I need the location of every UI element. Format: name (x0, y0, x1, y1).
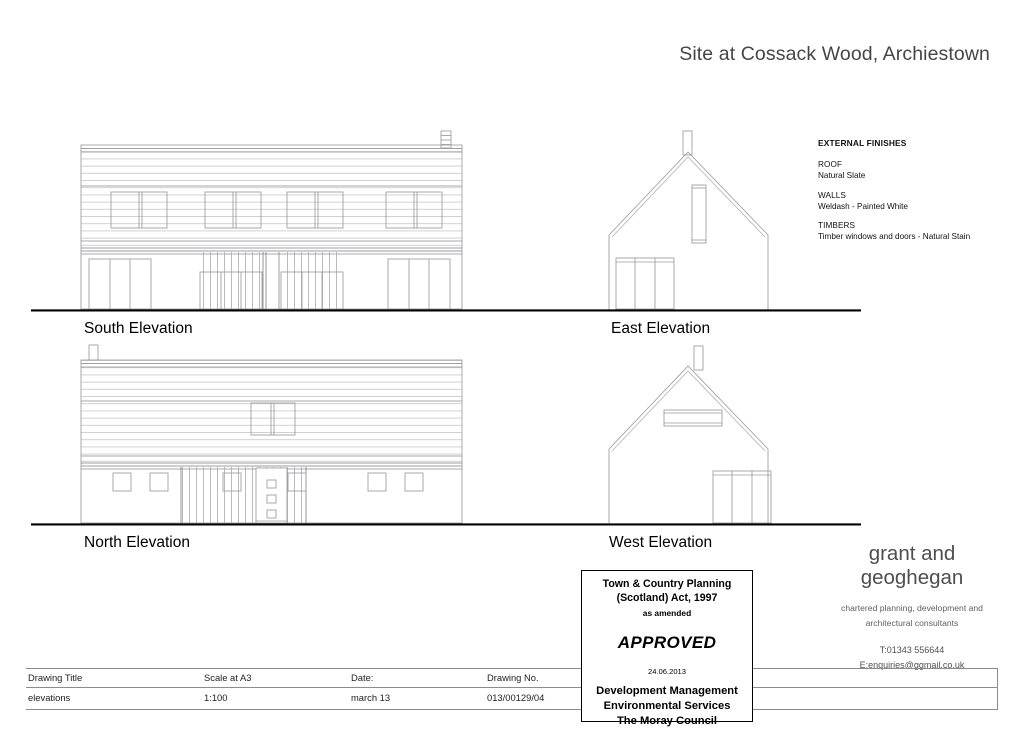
east-ground-window (615, 257, 675, 310)
stamp-amended: as amended (642, 607, 692, 618)
label-east-elevation: East Elevation (611, 320, 711, 337)
finishes-heading: EXTERNAL FINISHES (818, 138, 907, 148)
south-elevation-drawing (80, 130, 463, 310)
finishes-category: TIMBERS (818, 221, 856, 231)
stamp-act: Town & Country Planning (Scotland) Act, … (582, 578, 752, 606)
titleblock-value-drawing-title: elevations (28, 692, 71, 703)
stamp-dept-line2: Environmental Services (603, 699, 731, 712)
stamp-department: Development Management Environmental Ser… (582, 684, 752, 729)
north-upper-window (250, 402, 296, 436)
practice-phone: T:01343 556644 (879, 645, 945, 656)
finishes-item-roof: ROOF Natural Slate (818, 160, 1018, 182)
finishes-value: Timber windows and doors - Natural Stain (818, 232, 971, 242)
page-title: Site at Cossack Wood, Archiestown (679, 43, 990, 65)
practice-email[interactable]: E:enquiries@ggmail.co.uk (859, 659, 965, 670)
north-small-windows (112, 472, 424, 492)
titleblock-label-drawing-no: Drawing No. (487, 672, 539, 683)
external-finishes-note: EXTERNAL FINISHES ROOF Natural Slate WAL… (818, 138, 1018, 243)
approval-stamp: Town & Country Planning (Scotland) Act, … (581, 570, 753, 727)
finishes-value: Weldash - Painted White (818, 201, 908, 211)
titleblock-rule-middle (26, 687, 998, 688)
east-elevation-drawing (608, 130, 769, 310)
east-gable-window (691, 184, 707, 244)
west-ground-window (712, 470, 772, 524)
practice-contact: T:01343 556644 E:enquiries@ggmail.co.uk (800, 643, 1024, 672)
north-entrance-door (255, 467, 288, 524)
finishes-item-timbers: TIMBERS Timber windows and doors - Natur… (818, 221, 1018, 243)
west-elevation-drawing (608, 345, 772, 524)
practice-discipline: chartered planning, development and arch… (800, 601, 1024, 631)
titleblock-rule-top (26, 668, 998, 669)
practice-discipline-line1: chartered planning, development and (841, 602, 983, 613)
stamp-date: 24.06.2013 (647, 666, 686, 676)
practice-name: grant and geoghegan (800, 542, 1024, 590)
titleblock-rule-right (997, 668, 998, 710)
stamp-act-line2: (Scotland) Act, 1997 (616, 591, 718, 604)
titleblock-label-date: Date: (351, 672, 374, 683)
titleblock-label-drawing-title: Drawing Title (28, 672, 83, 683)
label-north-elevation: North Elevation (84, 534, 190, 551)
title-block: Drawing Title elevations Scale at A3 1:1… (26, 668, 998, 710)
finishes-category: WALLS (818, 190, 846, 200)
label-west-elevation: West Elevation (609, 534, 713, 551)
titleblock-rule-bottom (26, 709, 998, 710)
west-gable-window (663, 409, 723, 427)
north-elevation-drawing (80, 344, 463, 524)
practice-name-line2: geoghegan (860, 565, 964, 589)
stamp-dept-line3: The Moray Council (616, 715, 718, 727)
finishes-value: Natural Slate (818, 170, 866, 180)
titleblock-value-date: march 13 (351, 692, 391, 703)
stamp-dept-line1: Development Management (596, 684, 738, 697)
practice-name-line1: grant and (868, 542, 956, 565)
south-upper-windows (110, 191, 443, 229)
practice-block: grant and geoghegan chartered planning, … (800, 542, 1024, 672)
titleblock-value-scale: 1:100 (204, 692, 228, 703)
titleblock-label-scale: Scale at A3 (204, 672, 252, 683)
titleblock-value-drawing-no: 013/00129/04 (487, 692, 545, 703)
stamp-approved-text: APPROVED (617, 632, 717, 652)
south-ground-windows (88, 258, 451, 310)
finishes-item-walls: WALLS Weldash - Painted White (818, 191, 1018, 213)
practice-discipline-line2: architectural consultants (865, 618, 959, 628)
finishes-category: ROOF (818, 160, 843, 170)
stamp-act-line1: Town & Country Planning (602, 578, 732, 590)
label-south-elevation: South Elevation (84, 320, 193, 337)
